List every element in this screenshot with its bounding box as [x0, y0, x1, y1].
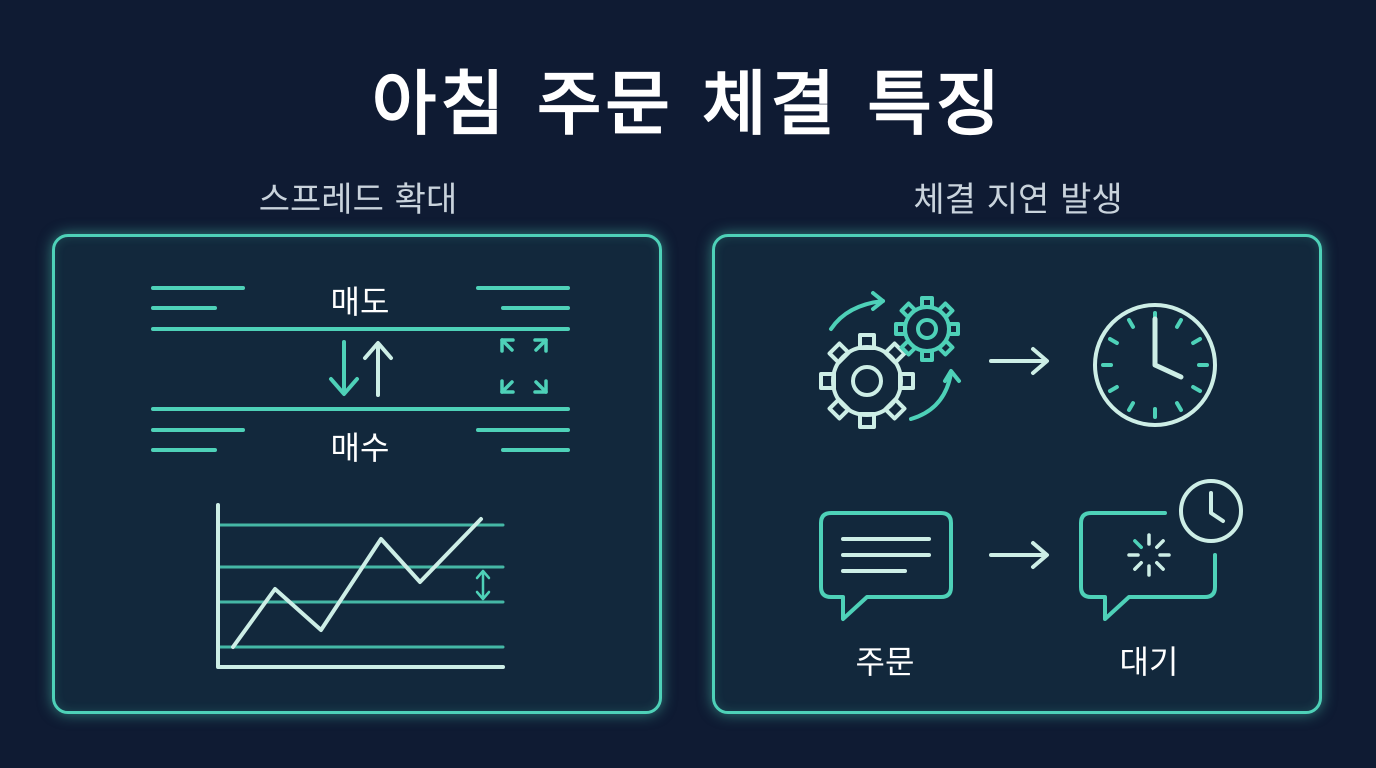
waiting-message-icon: [1079, 479, 1243, 621]
spread-chart-icon: [216, 503, 505, 669]
spread-diagram: [151, 286, 570, 669]
wait-label: 대기: [1119, 643, 1179, 681]
buy-orderbook-lines: [151, 407, 570, 452]
sell-orderbook-lines: [151, 286, 570, 331]
delay-panel: 주문 대기: [712, 234, 1322, 714]
arrow-right-icon: [989, 347, 1049, 375]
delay-diagram: [819, 291, 1243, 621]
delay-heading: 체결 지연 발생: [913, 180, 1123, 220]
buy-label: 매수: [330, 429, 390, 467]
arrow-right-icon: [989, 541, 1049, 569]
page-title: 아침 주문 체결 특징: [371, 63, 1005, 145]
sell-label: 매도: [330, 283, 390, 321]
gears-icon: [819, 291, 961, 429]
up-down-arrows-icon: [329, 340, 393, 397]
order-message-icon: [819, 511, 953, 621]
order-label: 주문: [855, 643, 915, 681]
spread-panel: 매도 매수: [52, 234, 662, 714]
clock-icon: [1093, 303, 1217, 427]
expand-icon: [500, 338, 548, 394]
spread-heading: 스프레드 확대: [258, 180, 458, 220]
